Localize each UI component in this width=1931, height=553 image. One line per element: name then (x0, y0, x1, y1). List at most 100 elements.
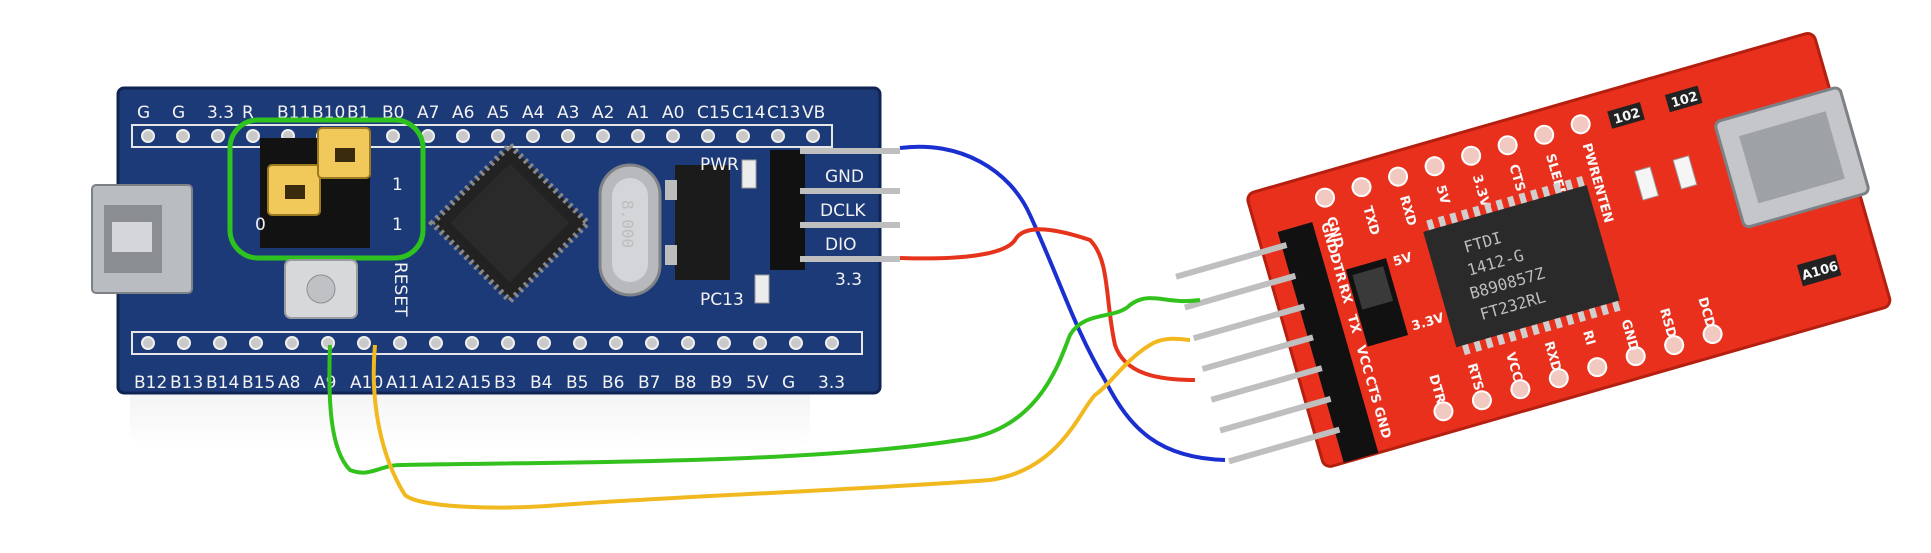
bottom-pin (141, 336, 155, 350)
bottom-pin (573, 336, 587, 350)
smd-diode (1796, 254, 1842, 287)
top-pin (211, 129, 225, 143)
top-pin (666, 129, 680, 143)
top-pin-label: R (242, 103, 254, 123)
jumper-mark-1: 1 (392, 175, 403, 195)
top-pin (141, 129, 155, 143)
pc13-led (754, 274, 770, 304)
top-pin-label: C13 (767, 103, 801, 123)
bottom-pin-label: B6 (602, 373, 624, 393)
ftdi-bottom-hole (1510, 379, 1531, 400)
jumper-mark-2: 1 (392, 215, 403, 235)
bottom-pin-label: B7 (638, 373, 660, 393)
bottom-pin (609, 336, 623, 350)
ftdi-top-hole (1424, 156, 1445, 177)
top-pin (526, 129, 540, 143)
pc13-label: PC13 (700, 290, 744, 310)
bottom-pin-label: A12 (422, 373, 455, 393)
top-pin-label: A1 (627, 103, 649, 123)
jumper-mark-0: 0 (255, 215, 266, 235)
bottom-pin-header (131, 331, 863, 355)
bottom-pin (213, 336, 227, 350)
ftdi-top-label: 5V (1432, 183, 1452, 206)
top-pin-label: A0 (662, 103, 684, 123)
bottom-pin-label: B4 (530, 373, 552, 393)
top-pin-label: 3.3 (207, 103, 234, 123)
bottom-pin-label: B9 (710, 373, 732, 393)
ftdi-top-label: CTS (1505, 163, 1527, 194)
top-pin-label: A5 (487, 103, 509, 123)
bottom-pin (681, 336, 695, 350)
swd-3v3-label: 3.3 (835, 270, 862, 290)
bottom-pin (717, 336, 731, 350)
ftdi-led-2 (1672, 155, 1698, 190)
ftdi-header-pin (1228, 426, 1341, 465)
swd-dclk-label: DCLK (820, 201, 866, 221)
bottom-pin (753, 336, 767, 350)
ftdi-header-label: RX (1335, 282, 1355, 305)
bottom-pin-label: A15 (458, 373, 491, 393)
green-wire (327, 296, 1201, 475)
bottom-pin-label: A9 (314, 373, 336, 393)
ftdi-bottom-hole (1471, 390, 1492, 411)
top-pin (386, 129, 400, 143)
crystal-label: 8.000 (618, 200, 637, 248)
reset-label: RESET (390, 262, 410, 317)
bottom-pin-label: A10 (350, 373, 383, 393)
ftdi-header-pin (1210, 365, 1323, 403)
stm32-mcu-chip (427, 140, 593, 306)
ft232rl-chip (1423, 175, 1621, 356)
voltage-select-jumper (1345, 258, 1409, 347)
bottom-pin-label: 3.3 (818, 373, 845, 393)
pwr-led (741, 159, 757, 189)
bottom-pin (645, 336, 659, 350)
mini-usb-connector (1714, 86, 1870, 229)
top-pin (561, 129, 575, 143)
ftdi-bottom-hole (1433, 401, 1454, 422)
smd-resistor-1 (1607, 102, 1645, 129)
top-pin (806, 129, 820, 143)
top-pin (491, 129, 505, 143)
bottom-pin-label: B12 (134, 373, 167, 393)
reset-button (284, 259, 358, 319)
bottom-pin (357, 336, 371, 350)
ftdi-header-pin (1175, 242, 1288, 280)
ftdi-bottom-hole (1702, 324, 1723, 345)
top-pin-label: A3 (557, 103, 579, 123)
bottom-pin (537, 336, 551, 350)
bottom-pin (501, 336, 515, 350)
ftdi-bottom-hole (1625, 346, 1646, 367)
top-pin-label: G (172, 103, 185, 123)
top-pin-label: A7 (417, 103, 439, 123)
boot-jumpers (260, 127, 371, 248)
yellow-wire (371, 336, 1191, 510)
micro-usb-connector (91, 184, 193, 294)
mark-102-b: 102 (1670, 89, 1700, 111)
blue-wire (899, 144, 1226, 462)
ftdi-top-hole (1351, 177, 1372, 198)
swd-header (770, 148, 900, 270)
top-pin (246, 129, 260, 143)
top-pin (456, 129, 470, 143)
ftdi-bottom-hole (1664, 335, 1685, 356)
bottom-pin-label: B14 (206, 373, 239, 393)
swd-dio-label: DIO (825, 235, 857, 255)
top-pin-label: A4 (522, 103, 544, 123)
ftdi-header-label: CTS (1361, 374, 1383, 405)
red-wire (899, 227, 1196, 382)
ftdi-header-pin (1219, 395, 1332, 434)
crystal-oscillator (598, 163, 662, 297)
bottom-pin (465, 336, 479, 350)
bottom-pin (393, 336, 407, 350)
bottom-pin-label: B13 (170, 373, 203, 393)
top-pin (701, 129, 715, 143)
ftdi-top-hole (1461, 145, 1482, 166)
bottom-pin-label: B15 (242, 373, 275, 393)
ftdi-bottom-hole (1587, 357, 1608, 378)
ftdi-bottom-label: RTS (1464, 362, 1486, 393)
top-pin (631, 129, 645, 143)
swd-gnd-label: GND (825, 167, 864, 187)
bottom-pin (249, 336, 263, 350)
